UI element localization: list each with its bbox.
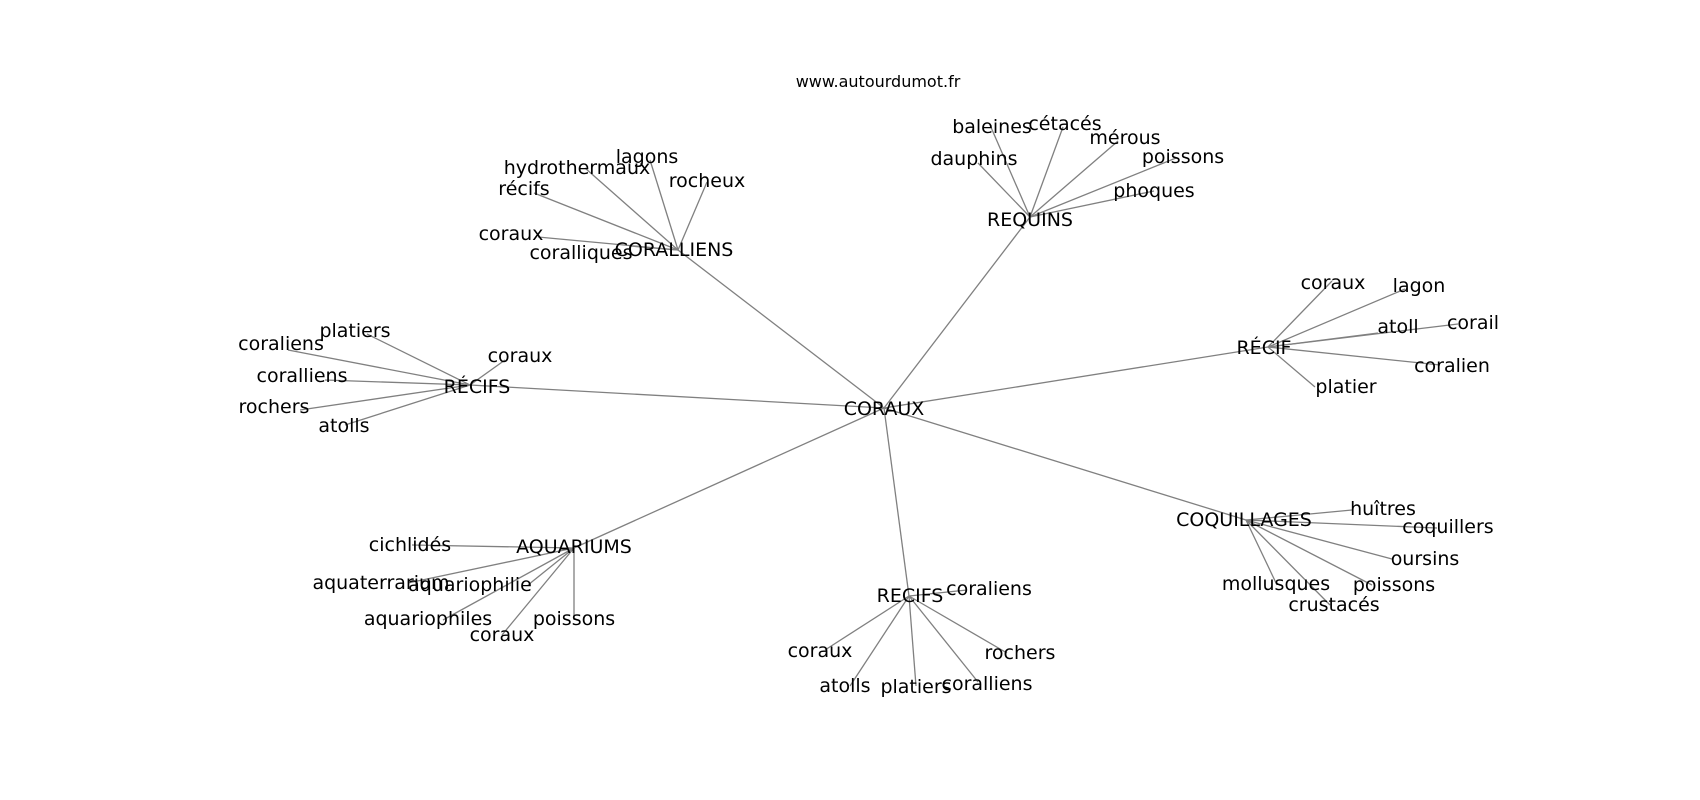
cluster-aquariums-label: AQUARIUMS [516,536,632,558]
edge-coquillages-word-1 [1245,519,1438,529]
edge-aquariums-word-4 [501,547,575,636]
edge-recifs-word-4 [299,384,471,411]
recifs-word-rochers: rochers [239,396,310,418]
edge-recif-word-5 [1267,346,1316,388]
edge-aquariums-word-0 [411,544,575,549]
edge-recifs-bottom-word-2 [908,595,1008,654]
edge-requins-word-3 [1029,157,1177,218]
edge-coralliens-word-1 [649,159,679,251]
website-label: www.autourdumot.fr [796,72,961,91]
edge-recif-word-0 [1267,280,1333,348]
edge-recifs-bottom-word-1 [824,595,910,651]
edge-recifs-bottom-word-4 [908,595,917,687]
aquariums-word-aquariophiles: aquariophiles [364,608,492,630]
edge-requins-word-0 [989,124,1031,218]
cluster-requins-label: REQUINS [987,209,1073,231]
cluster-coquillages-label: COQUILLAGES [1176,509,1312,531]
coquillages-word-mollusques: mollusques [1222,573,1330,595]
edge-coquillages-word-0 [1245,509,1353,521]
edge-recifs-bottom-word-3 [849,595,910,687]
edge-recifs-bottom-word-0 [908,589,968,597]
edge-recif-word-1 [1267,288,1406,348]
edge-center-recifs [469,384,885,409]
coralliens-word-hydrothermaux: hydrothermaux [504,157,650,179]
edge-recifs-word-0 [366,333,471,386]
edge-recifs-bottom-word-5 [908,595,979,683]
aquariums-word-poissons: poissons [533,608,615,630]
edge-center-recif [883,346,1269,409]
recif-word-platier: platier [1315,376,1376,398]
edge-requins-word-4 [977,162,1031,218]
coquillages-word-poissons: poissons [1353,574,1435,596]
recif-word-coralien: coralien [1414,355,1490,377]
recifs-word-coraux: coraux [488,345,553,367]
edge-aquariums-word-1 [407,547,575,584]
coquillages-word-huitres: huîtres [1350,498,1416,520]
recifs-bottom-word-coraliens: coraliens [946,578,1032,600]
edge-requins-word-2 [1029,140,1119,218]
cluster-coralliens-label: CORALLIENS [615,239,734,261]
aquariums-word-cichlides: cichlidés [369,534,451,556]
recifs-word-atolls: atolls [318,415,369,437]
edge-requins-word-5 [1029,190,1155,218]
requins-word-baleines: baleines [952,116,1032,138]
cluster-recifs-label: RÉCIFS [444,375,511,398]
requins-word-cetaces: cétacés [1028,113,1101,135]
recifs-bottom-word-atolls: atolls [819,675,870,697]
cluster-recifs-bottom-label: RECIFS [877,585,944,607]
coralliens-word-coralliques: coralliques [529,242,632,264]
edge-center-coralliens [677,249,885,409]
edge-recifs-word-3 [324,379,471,386]
aquariums-word-coraux: coraux [470,624,535,646]
edge-coralliens-word-0 [584,167,679,251]
edge-recifs-word-2 [469,359,506,386]
requins-word-poissons: poissons [1142,146,1224,168]
edge-coquillages-word-3 [1245,519,1278,586]
edge-recif-word-3 [1267,323,1459,348]
recif-word-corail: corail [1447,312,1499,334]
recifs-word-platiers: platiers [319,320,390,342]
edge-recif-word-4 [1267,346,1441,366]
coquillages-word-crustaces: crustacés [1288,594,1379,616]
coquillages-word-oursins: oursins [1391,548,1460,570]
aquariums-word-aquaterrarium: aquaterrarium [312,572,449,594]
edge-aquariums-word-3 [442,547,575,621]
edge-recifs-word-5 [344,384,471,426]
edge-coquillages-word-4 [1245,519,1373,586]
requins-word-dauphins: dauphins [930,148,1017,170]
edge-recifs-word-1 [287,349,471,386]
graph-edges [287,124,1459,687]
recifs-bottom-word-rochers: rochers [985,642,1056,664]
recifs-bottom-word-platiers: platiers [880,676,951,698]
recif-word-lagon: lagon [1393,275,1446,297]
requins-word-merous: mérous [1089,127,1160,149]
requins-word-phoques: phoques [1113,180,1194,202]
coralliens-word-lagons: lagons [616,146,679,168]
edge-coralliens-word-2 [677,181,708,251]
edge-center-recifs-bottom [883,407,910,597]
recifs-word-coraliens: coraliens [238,333,324,355]
edge-requins-word-1 [1029,126,1064,218]
edge-coralliens-word-5 [629,245,679,251]
edge-coquillages-word-5 [1245,519,1331,606]
coralliens-word-recifs: récifs [498,178,549,200]
recifs-bottom-word-coralliens: coralliens [942,673,1033,695]
recifs-bottom-word-coraux: coraux [788,640,853,662]
recifs-word-coralliens: coralliens [257,365,348,387]
edge-coralliens-word-3 [533,192,679,251]
edge-coquillages-word-2 [1245,519,1393,560]
edge-center-aquariums [573,407,885,549]
coralliens-word-rocheux: rocheux [669,170,745,192]
coralliens-word-coraux: coraux [479,223,544,245]
edge-aquariums-word-2 [527,547,575,586]
aquariums-word-aquariophilie: aquariophilie [408,574,532,596]
recif-word-atoll: atoll [1377,316,1418,338]
edge-center-coquillages [883,407,1247,521]
center-node-label: CORAUX [844,398,925,420]
edge-center-requins [883,216,1031,409]
cluster-recif-label: RÉCIF [1236,336,1291,359]
recif-word-coraux: coraux [1301,272,1366,294]
coquillages-word-coquillers: coquillers [1402,516,1493,538]
